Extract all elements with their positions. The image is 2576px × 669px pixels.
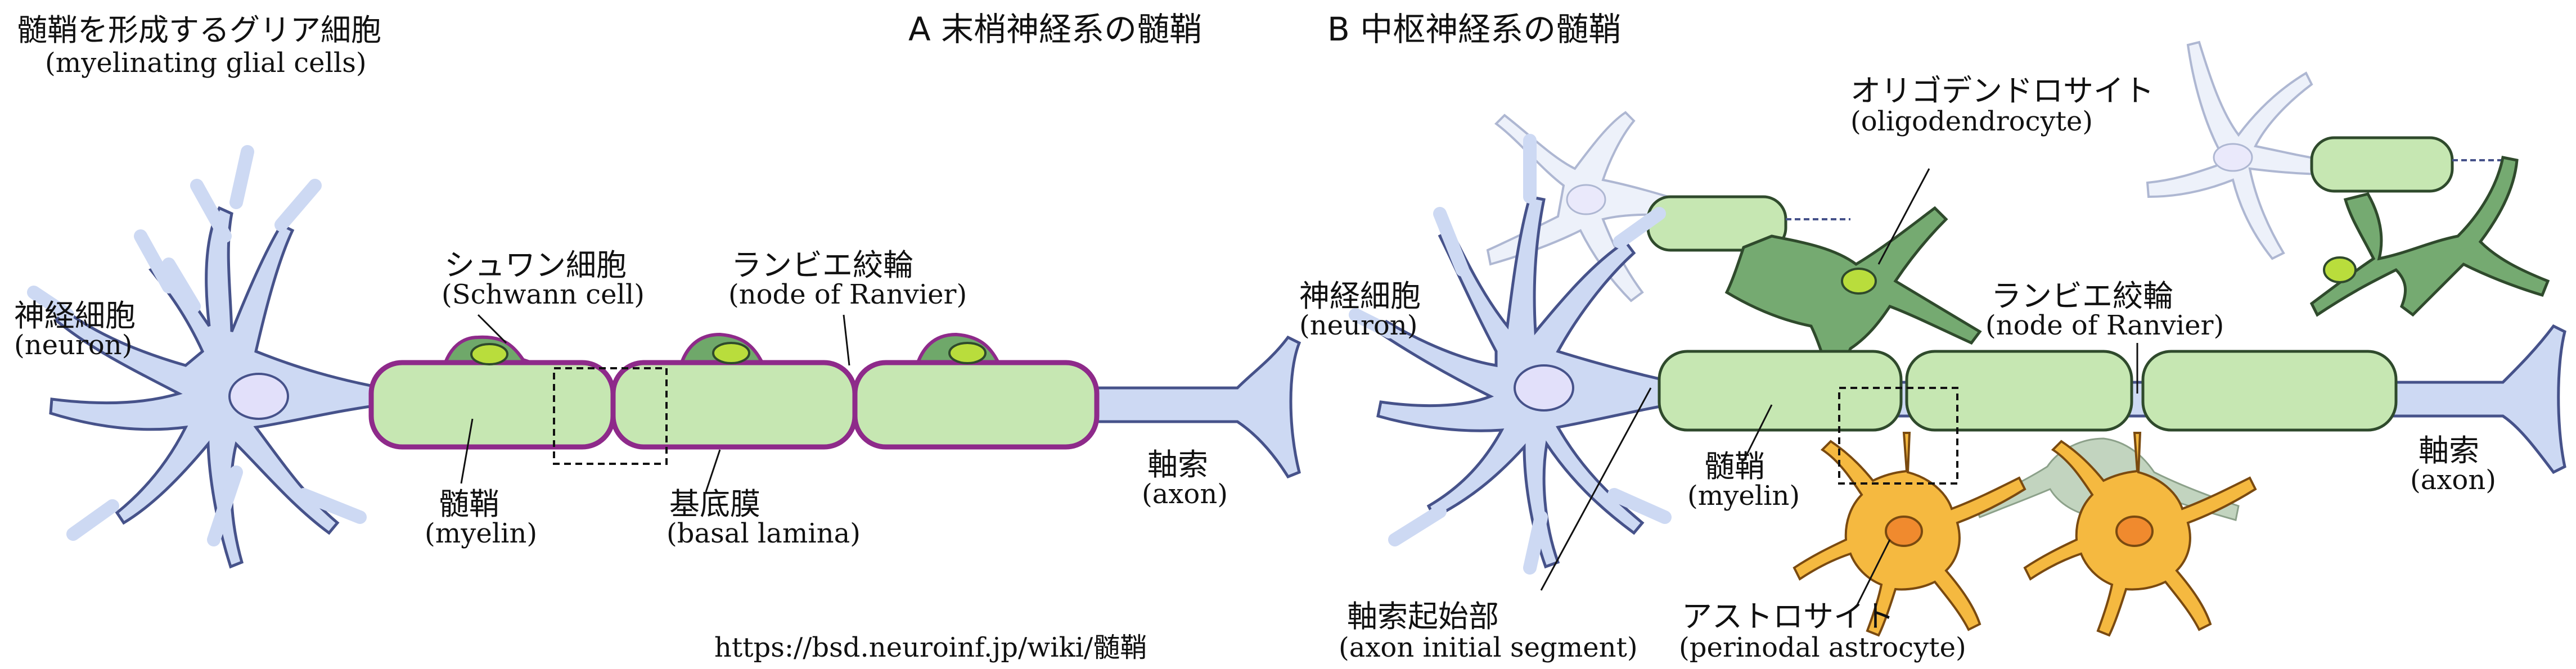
label-basal-jp: 基底膜	[669, 486, 760, 522]
faded-neuron-1-nucleus	[1566, 184, 1606, 215]
label-schwann-jp: シュワン細胞	[444, 247, 627, 283]
upper-myelin-b	[1646, 136, 2503, 252]
myelin-segment-b2	[1905, 350, 2133, 432]
diagram-title: 髄鞘を形成するグリア細胞	[17, 12, 381, 48]
astrocyte-1-nucleus	[1885, 516, 1923, 547]
label-oligo-jp: オリゴデンドロサイト	[1850, 73, 2154, 109]
label-astro-jp: アストロサイト	[1682, 599, 1894, 634]
label-neuron-b-en: (neuron)	[1299, 310, 1417, 341]
myelin-segment-a3	[852, 360, 1100, 450]
label-myelin-a-jp: 髄鞘	[439, 486, 499, 522]
label-axon-b-jp: 軸索	[2419, 433, 2479, 468]
schwann-nucleus-1	[470, 343, 508, 365]
source-url: https://bsd.neuroinf.jp/wiki/髄鞘	[714, 632, 1147, 663]
label-neuron-a-jp: 神経細胞	[14, 298, 136, 333]
neuron-a	[27, 145, 384, 569]
label-axon-a-en: (axon)	[1142, 478, 1228, 510]
label-node-a-en: (node of Ranvier)	[728, 279, 967, 310]
label-myelin-b-jp: 髄鞘	[1704, 449, 1765, 484]
label-axon-b-en: (axon)	[2410, 464, 2496, 496]
label-astro-en: (perinodal astrocyte)	[1679, 632, 1966, 663]
myelin-segment-b1	[1658, 350, 1903, 432]
neuron-a-nucleus	[228, 373, 289, 420]
label-myelin-b-en: (myelin)	[1687, 480, 1800, 512]
label-node-a-jp: ランビエ絞輪	[731, 247, 913, 283]
label-ais-jp: 軸索起始部	[1347, 599, 1499, 634]
label-neuron-b-jp: 神経細胞	[1299, 278, 1421, 314]
neuron-b-dendrite	[1349, 134, 1672, 575]
panel-b-heading: B 中枢神経系の髄鞘	[1327, 10, 1621, 48]
leader-lines-b	[1540, 168, 2138, 608]
label-node-b-jp: ランビエ絞輪	[1991, 278, 2173, 314]
oligodendrocytes-b	[1724, 156, 2550, 373]
diagram-subtitle: (myelinating glial cells)	[45, 47, 367, 79]
upper-myelin-2	[2310, 136, 2454, 193]
label-myelin-a-en: (myelin)	[425, 518, 537, 549]
inset-box-a	[553, 367, 668, 465]
label-oligo-en: (oligodendrocyte)	[1850, 106, 2093, 137]
label-basal-en: (basal lamina)	[666, 518, 861, 549]
faded-neuron-2-nucleus	[2213, 143, 2253, 172]
label-ais-en: (axon initial segment)	[1339, 632, 1638, 663]
schwann-nucleus-2	[712, 342, 750, 364]
label-node-b-en: (node of Ranvier)	[1985, 310, 2224, 341]
schwann-segment-2	[610, 332, 858, 450]
myelin-segments-b	[1658, 350, 2398, 432]
oligodendrocyte-2	[2309, 156, 2550, 317]
neuron-a-dendrite	[27, 145, 367, 546]
panel-a-heading: A 末梢神経系の髄鞘	[908, 10, 1202, 48]
schwann-cells-a	[368, 332, 1100, 450]
myelin-segment-b3	[2141, 350, 2398, 432]
myelin-segment-a1	[368, 360, 616, 450]
schwann-nucleus-3	[948, 342, 987, 364]
label-axon-a-jp: 軸索	[1147, 447, 1208, 482]
oligodendrocyte-2-nucleus	[2323, 256, 2357, 283]
neuron-b-nucleus	[1514, 364, 1574, 412]
oligodendrocyte-1-nucleus	[1841, 268, 1877, 295]
schwann-segment-3	[852, 332, 1100, 450]
label-neuron-a-en: (neuron)	[14, 329, 132, 361]
label-schwann-en: (Schwann cell)	[442, 279, 645, 310]
astrocyte-2-nucleus	[2115, 516, 2154, 547]
neuron-b	[1349, 134, 1689, 575]
leader-lines-a	[460, 314, 850, 492]
schwann-segment-1	[368, 335, 616, 450]
inset-box-b	[1838, 387, 1958, 485]
myelin-segment-a2	[610, 360, 858, 450]
